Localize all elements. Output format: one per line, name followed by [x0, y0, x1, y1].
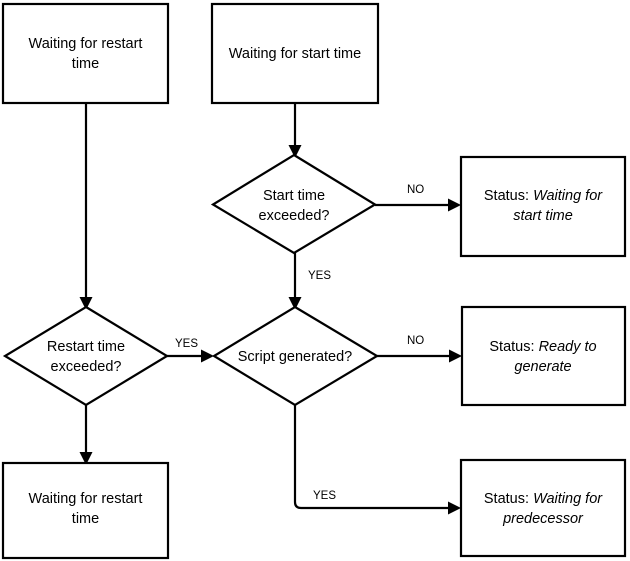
status-value-line1: Waiting for: [533, 188, 603, 204]
edge-label-start-decision-no: NO: [407, 184, 424, 196]
status-value-line2: start time: [513, 208, 573, 224]
node-label-line1: Restart time: [47, 339, 125, 355]
edge-start-decision-no: [375, 198, 461, 212]
edge-restart-decision-yes: [167, 349, 214, 363]
node-waiting-restart-bottom[interactable]: Waiting for restart time: [1, 461, 170, 560]
node-status-ready-to-generate[interactable]: Status: Ready to generate: [460, 305, 627, 407]
node-label-line2: exceeded?: [51, 359, 122, 375]
node-label-line1: Script generated?: [238, 349, 352, 365]
edge-script-generated-yes: [293, 405, 461, 515]
edge-start-to-start-decision: [288, 103, 302, 158]
status-label-line1: Status: Waiting for: [484, 188, 603, 204]
edge-restart-top-to-restart-decision: [79, 103, 93, 310]
edge-start-decision-yes: [288, 253, 302, 310]
status-prefix: Status:: [484, 188, 533, 204]
node-label-line2: time: [72, 56, 99, 72]
node-label-line2: time: [72, 511, 99, 527]
node-label-line1: Start time: [263, 188, 325, 204]
edge-label-script-generated-yes: YES: [313, 490, 336, 502]
node-label-line1: Waiting for start time: [229, 46, 361, 62]
status-value-line1: Ready to: [539, 339, 597, 355]
node-script-generated[interactable]: Script generated?: [211, 305, 380, 407]
status-value-line2: generate: [514, 359, 571, 375]
status-prefix: Status:: [484, 491, 533, 507]
node-label-line1: Waiting for restart: [29, 491, 143, 507]
edge-label-start-decision-yes: YES: [308, 270, 331, 282]
node-label-line2: exceeded?: [259, 208, 330, 224]
edge-label-restart-decision-yes: YES: [175, 338, 198, 350]
status-label-line1: Status: Waiting for: [484, 491, 603, 507]
node-waiting-start-time-top[interactable]: Waiting for start time: [210, 2, 380, 105]
node-label-line1: Waiting for restart: [29, 36, 143, 52]
node-status-waiting-predecessor[interactable]: Status: Waiting for predecessor: [459, 458, 627, 558]
node-restart-time-exceeded[interactable]: Restart time exceeded?: [2, 305, 170, 407]
node-waiting-restart-top[interactable]: Waiting for restart time: [1, 2, 170, 105]
status-prefix: Status:: [489, 339, 538, 355]
node-status-waiting-start-time[interactable]: Status: Waiting for start time: [459, 155, 627, 258]
status-value-line2: predecessor: [502, 511, 584, 527]
edge-label-script-generated-no: NO: [407, 335, 424, 347]
status-value-line1: Waiting for: [533, 491, 603, 507]
node-start-time-exceeded[interactable]: Start time exceeded?: [210, 153, 378, 255]
edge-script-generated-no: [377, 349, 462, 363]
edge-restart-decision-down: [79, 405, 93, 465]
status-label-line1: Status: Ready to: [489, 339, 596, 355]
